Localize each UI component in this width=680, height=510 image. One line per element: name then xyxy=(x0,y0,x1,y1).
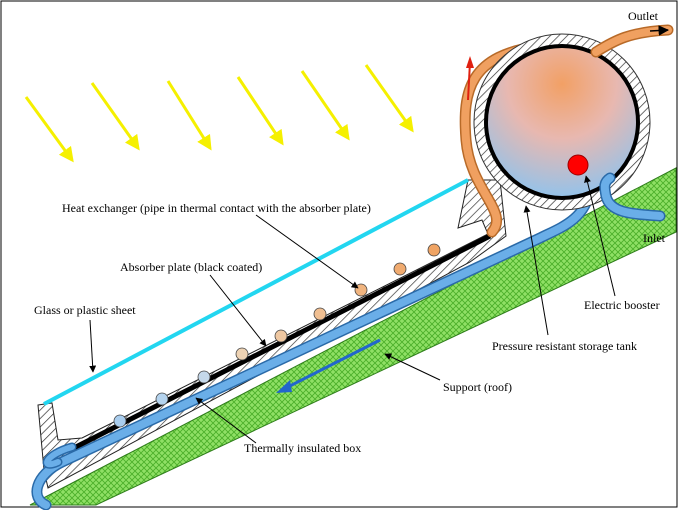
hot-flow-arrow xyxy=(467,61,471,101)
sun-ray xyxy=(166,80,212,151)
pipe-section xyxy=(235,347,249,361)
hot-riser-pipe xyxy=(461,42,544,236)
pipe-section xyxy=(155,392,169,406)
leader-lines xyxy=(89,175,616,444)
label-heat-exchanger: Heat exchanger (pipe in thermal contact … xyxy=(62,201,371,215)
sun-ray xyxy=(236,76,284,146)
leader-booster xyxy=(584,175,616,297)
leader-glass xyxy=(89,319,97,373)
pipe-section xyxy=(313,307,327,321)
sun-ray xyxy=(364,64,414,133)
leader-absorber xyxy=(209,274,267,347)
leader-storage-tank xyxy=(523,205,549,336)
cold-pipe-bend-fill xyxy=(44,444,75,468)
label-storage-tank: Pressure resistant storage tank xyxy=(492,339,637,353)
label-inlet: Inlet xyxy=(643,231,666,245)
hot-flow-arrowhead xyxy=(466,56,474,68)
inlet-pipe xyxy=(600,174,664,220)
pipe-section xyxy=(393,262,407,276)
leader-heat-exchanger xyxy=(255,214,359,289)
cold-flow-arrowhead xyxy=(276,380,292,393)
sun-rays xyxy=(24,64,414,163)
sun-ray xyxy=(24,96,74,163)
pipe-section xyxy=(354,283,368,297)
label-absorber-plate: Absorber plate (black coated) xyxy=(120,260,262,274)
pipe-section xyxy=(427,243,441,257)
label-outlet: Outlet xyxy=(628,9,659,23)
heat-exchanger-pipes xyxy=(113,243,441,428)
pipe-section xyxy=(113,414,127,428)
label-support: Support (roof) xyxy=(443,380,512,394)
outlet-arrow xyxy=(649,25,670,36)
leader-insulated-box xyxy=(195,397,257,444)
storage-tank xyxy=(484,44,640,200)
insulated-box xyxy=(37,179,507,489)
label-electric-booster: Electric booster xyxy=(584,298,660,312)
glass-sheet xyxy=(43,178,469,406)
cold-return-pipe xyxy=(33,186,594,509)
pipe-section xyxy=(274,329,288,343)
leader-support xyxy=(384,353,441,381)
sun-ray xyxy=(300,70,350,141)
sun-ray xyxy=(90,82,140,151)
electric-booster xyxy=(567,154,589,176)
pipe-section xyxy=(197,370,211,384)
cold-flow-arrow xyxy=(281,338,381,392)
label-insulated-box: Thermally insulated box xyxy=(244,441,361,455)
absorber-plate xyxy=(68,233,492,453)
label-glass-sheet: Glass or plastic sheet xyxy=(34,303,136,317)
